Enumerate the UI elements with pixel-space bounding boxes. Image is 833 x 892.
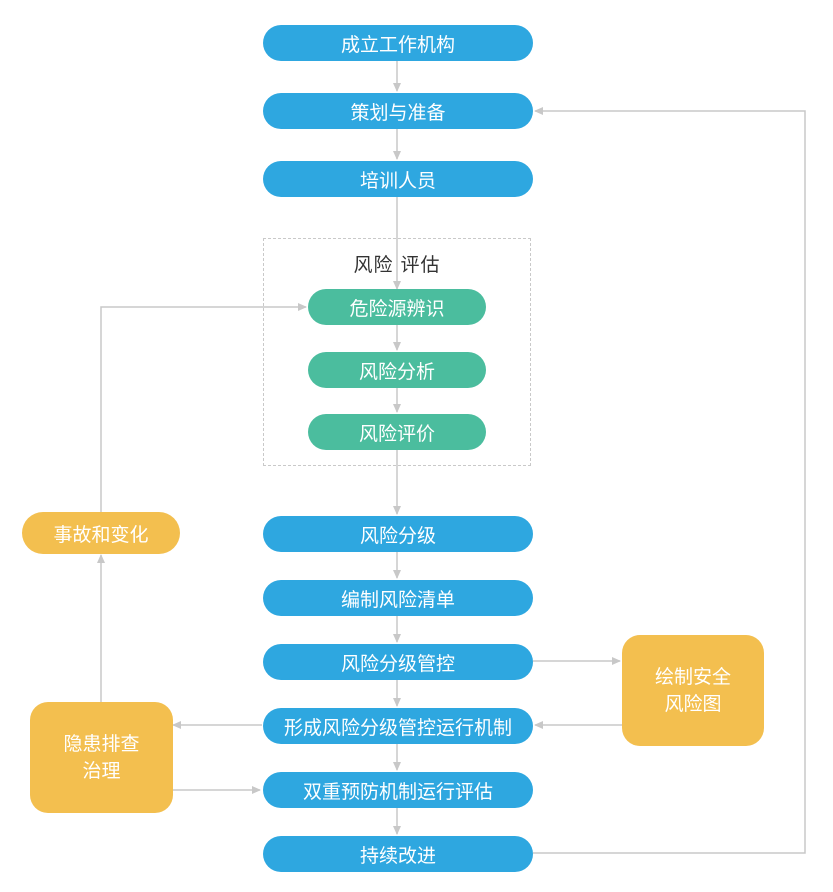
safety-risk-map-line-2: 风险图 <box>664 692 722 715</box>
risk-list-node[interactable]: 编制风险清单 <box>263 580 533 616</box>
risk-analysis-node[interactable]: 风险分析 <box>308 352 486 388</box>
accident-change-node[interactable]: 事故和变化 <box>22 512 180 554</box>
risk-grading-node[interactable]: 风险分级 <box>263 516 533 552</box>
hazard-investigation-node[interactable]: 隐患排查 治理 <box>30 702 173 813</box>
risk-evaluation-node[interactable]: 风险评价 <box>308 414 486 450</box>
connector-improvement-loop-to-planning <box>533 107 806 854</box>
graded-control-node[interactable]: 风险分级管控 <box>263 644 533 680</box>
safety-risk-map-node[interactable]: 绘制安全 风险图 <box>622 635 764 746</box>
control-mechanism-node[interactable]: 形成风险分级管控运行机制 <box>263 708 533 744</box>
planning-node[interactable]: 策划与准备 <box>263 93 533 129</box>
improvement-node[interactable]: 持续改进 <box>263 836 533 872</box>
risk-assessment-title: 风险 评估 <box>353 254 441 276</box>
training-node[interactable]: 培训人员 <box>263 161 533 197</box>
connector-accident-to-hazard-id <box>100 303 307 512</box>
safety-risk-map-line-1: 绘制安全 <box>654 665 731 688</box>
hazard-identification-node[interactable]: 危险源辨识 <box>308 289 486 325</box>
dual-prevention-eval-node[interactable]: 双重预防机制运行评估 <box>263 772 533 808</box>
establish-org-node[interactable]: 成立工作机构 <box>263 25 533 61</box>
hazard-investigation-line-1: 隐患排查 <box>63 732 140 755</box>
risk-assessment-group <box>263 238 531 466</box>
hazard-investigation-line-2: 治理 <box>82 759 121 782</box>
